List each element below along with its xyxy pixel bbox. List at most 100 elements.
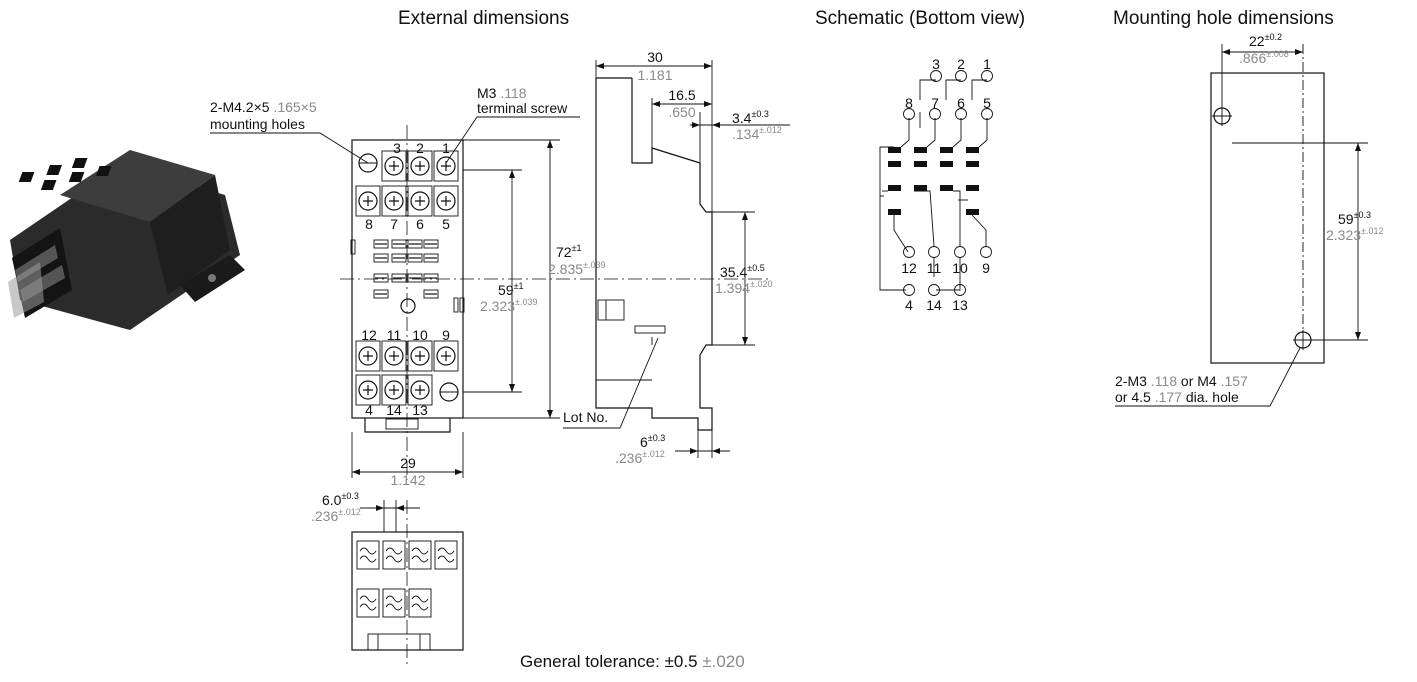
svg-text:72±1: 72±1 <box>556 243 582 260</box>
svg-text:29: 29 <box>400 455 416 471</box>
socket-photo <box>8 150 245 330</box>
schem-pin-1: 1 <box>983 56 991 72</box>
schematic-pin-circle <box>930 70 942 82</box>
svg-text:1.181: 1.181 <box>637 67 672 83</box>
terminal-screw <box>355 340 381 372</box>
front-terminal-14: 14 <box>386 402 402 418</box>
general-tolerance-label: General tolerance: ±0.5 <box>520 652 703 671</box>
callout-mounting-holes: 2-M4.2×5 .165×5 mounting holes <box>210 99 369 164</box>
schematic-pin-circle <box>954 246 966 258</box>
terminal-screw <box>355 374 381 406</box>
svg-text:.236±.012: .236±.012 <box>311 507 361 524</box>
svg-text:59±1: 59±1 <box>498 281 524 298</box>
dim-3-4: 3.4±0.3 .134±.012 <box>690 109 790 163</box>
terminal-screw <box>433 340 459 372</box>
svg-text:35.4±0.5: 35.4±0.5 <box>720 263 765 280</box>
front-terminal-10: 10 <box>412 327 428 343</box>
svg-text:Lot No.: Lot No. <box>563 409 608 425</box>
svg-text:16.5: 16.5 <box>668 87 695 103</box>
svg-text:22±0.2: 22±0.2 <box>1249 32 1282 49</box>
terminal-screws <box>355 150 459 406</box>
svg-text:M3 .118: M3 .118 <box>477 85 527 101</box>
svg-text:2.835±.039: 2.835±.039 <box>548 260 606 277</box>
schem-pin-3: 3 <box>932 56 940 72</box>
terminal-bar <box>423 239 439 249</box>
front-terminal-12: 12 <box>361 327 377 343</box>
terminal-clip <box>434 540 458 570</box>
dim-29: 29 1.142 <box>351 432 464 488</box>
svg-text:.866±.008: .866±.008 <box>1239 49 1289 66</box>
terminal-bar <box>391 273 407 283</box>
general-tolerance-inch: ±.020 <box>702 652 745 671</box>
schem-pin-4: 4 <box>905 297 913 313</box>
terminal-clip <box>408 588 432 618</box>
terminal-clip <box>382 540 406 570</box>
bottom-view <box>351 500 464 665</box>
schem-pin-6: 6 <box>957 95 965 111</box>
schematic-diagram <box>879 70 993 296</box>
terminal-bar <box>373 273 389 283</box>
front-terminal-13: 13 <box>412 402 428 418</box>
svg-text:2-M3 .118 or M4 .157: 2-M3 .118 or M4 .157 <box>1115 373 1248 389</box>
svg-text:6±0.3: 6±0.3 <box>640 433 665 450</box>
front-view <box>340 125 770 480</box>
terminal-screw <box>381 185 407 217</box>
front-terminal-6: 6 <box>416 216 424 232</box>
terminal-bar <box>373 239 389 249</box>
front-terminal-11: 11 <box>387 327 402 343</box>
dim-30: 30 1.181 <box>595 49 713 212</box>
side-view <box>595 77 713 431</box>
svg-text:6.0±0.3: 6.0±0.3 <box>322 491 359 508</box>
schematic-pin-circle <box>928 246 940 258</box>
schem-pin-12: 12 <box>901 260 917 276</box>
bottom-view-clips <box>356 540 458 618</box>
schematic-pin-circle <box>980 246 992 258</box>
terminal-bar <box>407 273 423 283</box>
schematic-pin-circle <box>955 70 967 82</box>
svg-text:.236±.012: .236±.012 <box>615 449 665 466</box>
terminal-bars <box>373 239 439 299</box>
terminal-bar <box>391 253 407 263</box>
terminal-clip <box>408 540 432 570</box>
svg-text:2-M4.2×5 .165×5: 2-M4.2×5 .165×5 <box>210 99 317 115</box>
heading-schematic: Schematic (Bottom view) <box>815 8 1026 29</box>
terminal-bar <box>407 253 423 263</box>
front-terminal-1: 1 <box>442 140 450 156</box>
dim-72: 72±1 2.835±.039 <box>463 139 606 419</box>
schem-pin-5: 5 <box>983 95 991 111</box>
callout-mounting-hole: 2-M3 .118 or M4 .157 or 4.5 .177 dia. ho… <box>1115 347 1301 407</box>
schematic-pin-numbers: 3 2 1 8 7 6 5 12 11 10 9 4 14 13 <box>901 56 991 313</box>
schematic-pin-circle <box>981 70 993 82</box>
heading-mounting-hole: Mounting hole dimensions <box>1113 8 1334 29</box>
schem-pin-10: 10 <box>952 260 968 276</box>
schem-pin-14: 14 <box>926 297 942 313</box>
dim-16-5: 16.5 .650 <box>651 87 712 148</box>
svg-text:.134±.012: .134±.012 <box>732 125 782 142</box>
terminal-screw <box>407 374 433 406</box>
terminal-screw <box>433 185 459 217</box>
terminal-screw <box>381 150 407 182</box>
terminal-screw <box>407 150 433 182</box>
dim-6: 6±0.3 .236±.012 <box>615 430 730 466</box>
front-terminal-5: 5 <box>442 216 450 232</box>
heading-external-dimensions: External dimensions <box>398 8 570 29</box>
dim-6-0: 6.0±0.3 .236±.012 <box>311 491 420 524</box>
svg-text:terminal screw: terminal screw <box>477 100 568 116</box>
schem-pin-7: 7 <box>931 95 939 111</box>
svg-text:or 4.5 .177 dia. hole: or 4.5 .177 dia. hole <box>1115 389 1239 405</box>
front-terminal-2: 2 <box>416 140 424 156</box>
svg-text:mounting holes: mounting holes <box>210 116 305 132</box>
terminal-bar <box>391 239 407 249</box>
terminal-screw <box>355 185 381 217</box>
schem-pin-13: 13 <box>952 297 968 313</box>
schem-pin-11: 11 <box>927 260 942 276</box>
terminal-clip <box>356 540 380 570</box>
terminal-bar <box>407 239 423 249</box>
schem-pin-9: 9 <box>982 260 990 276</box>
svg-text:2.323±.039: 2.323±.039 <box>480 297 538 314</box>
svg-text:1.142: 1.142 <box>390 472 425 488</box>
front-terminal-8: 8 <box>365 216 373 232</box>
svg-text:30: 30 <box>647 49 663 65</box>
callout-lot-no: Lot No. <box>563 337 659 429</box>
front-terminal-4: 4 <box>365 402 373 418</box>
